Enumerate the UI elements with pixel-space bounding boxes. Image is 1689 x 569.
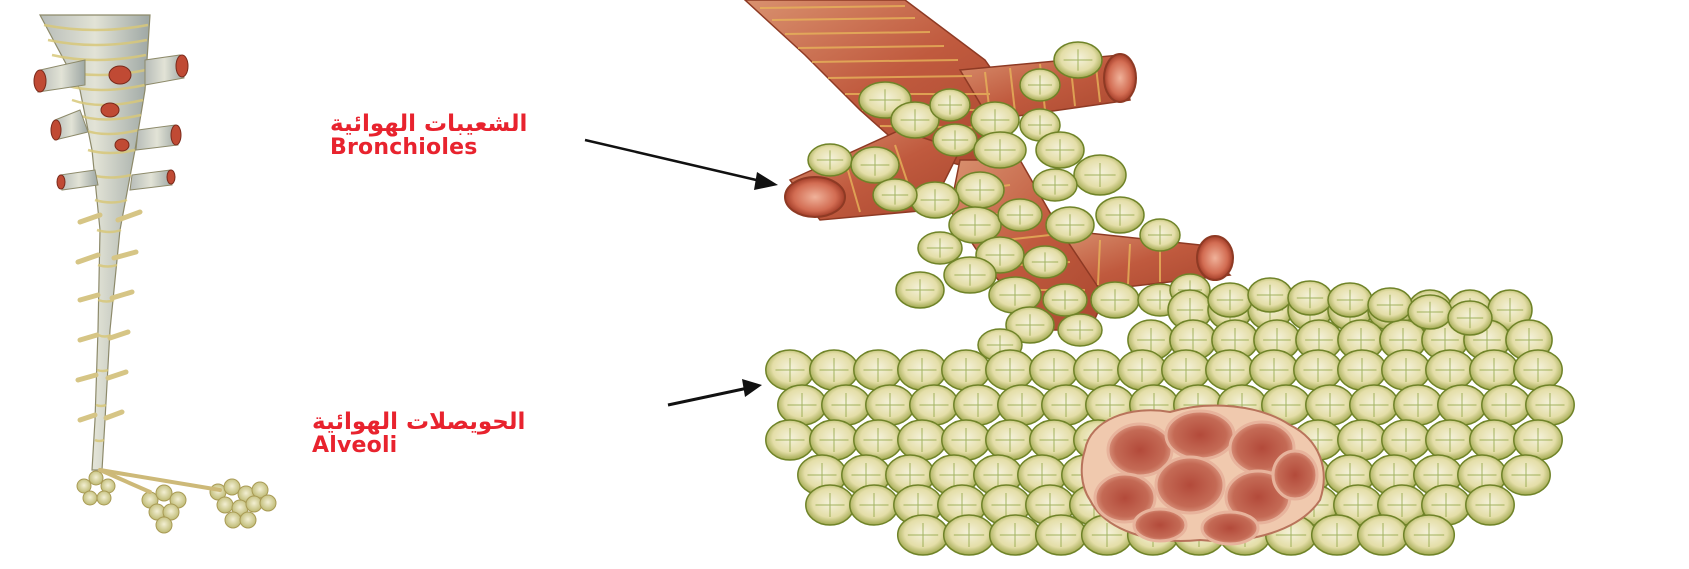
- bronchioles-arrow: [585, 140, 778, 190]
- left-bronchial-tree: [34, 15, 276, 533]
- bronchioles-label-english: Bronchioles: [330, 136, 527, 159]
- alveoli-arrow: [668, 379, 762, 405]
- magnified-bronchiole-tree: [745, 0, 1574, 555]
- alveoli-label: الحويصلات الهوائية Alveoli: [312, 410, 525, 457]
- cut-alveolar-sac: [1082, 406, 1324, 544]
- alveoli-label-arabic: الحويصلات الهوائية: [312, 410, 525, 434]
- alveoli-label-english: Alveoli: [312, 434, 525, 457]
- bronchioles-label: الشعيبات الهوائية Bronchioles: [330, 112, 527, 159]
- bronchioles-label-arabic: الشعيبات الهوائية: [330, 112, 527, 136]
